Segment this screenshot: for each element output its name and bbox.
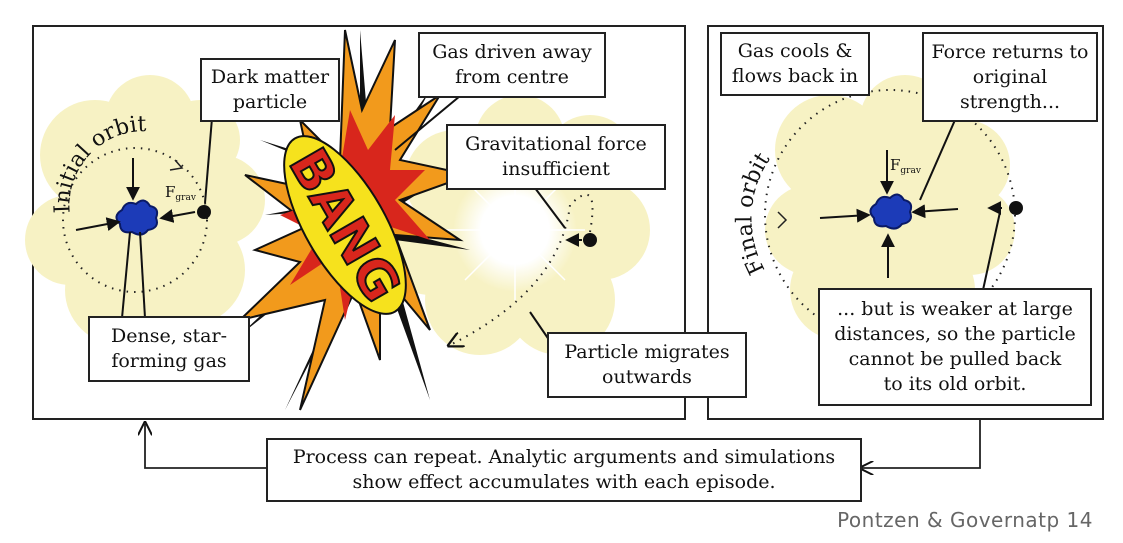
migrating-particle	[583, 233, 597, 247]
grav-insufficient-callout: Gravitational force insufficient	[446, 124, 666, 190]
gas-cools-callout: Gas cools & flows back in	[720, 32, 870, 96]
dark-matter-particle	[197, 205, 211, 219]
dense-gas-callout: Dense, star- forming gas	[88, 316, 250, 382]
gas-driven-callout: Gas driven away from centre	[418, 32, 606, 98]
pointer-dark-matter	[204, 117, 213, 204]
cycle-arrows	[145, 419, 981, 468]
compression-arrows	[75, 158, 196, 231]
pointer-gas	[121, 231, 131, 319]
migration-trail	[450, 193, 594, 345]
repeat-callout: Process can repeat. Analytic arguments a…	[266, 438, 862, 502]
compression-arrows-final	[819, 150, 1002, 278]
pointer-gravitational	[534, 187, 566, 229]
weaker-callout: ... but is weaker at large distances, so…	[818, 288, 1092, 406]
dark-matter-callout: Dark matter particle	[200, 58, 340, 122]
force-label-panel3: Fgrav	[890, 156, 922, 176]
force-label-panel1: Fgrav	[165, 183, 197, 203]
credit-text: Pontzen & Governatp 14	[837, 508, 1093, 532]
migrates-callout: Particle migrates outwards	[547, 332, 747, 398]
pointer-returns	[919, 119, 956, 201]
pointer-weaker	[982, 211, 1001, 291]
orbit-direction-chevron	[169, 159, 184, 171]
pointer-gas-driven	[394, 95, 461, 151]
force-returns-callout: Force returns to original strength...	[922, 32, 1098, 122]
pointer-gas-2	[139, 231, 146, 319]
dense-gas-clump-final	[869, 193, 913, 230]
initial-orbit-path	[62, 147, 208, 293]
dark-matter-particle-final	[1009, 201, 1023, 215]
final-orbit-chevron	[777, 211, 788, 229]
